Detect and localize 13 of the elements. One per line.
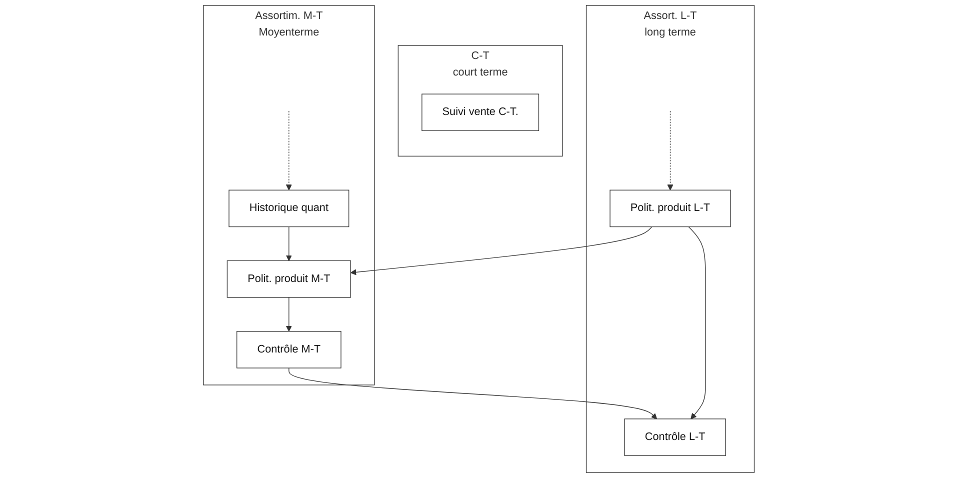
arrow (350, 226, 652, 276)
node-box: Historique quant (228, 190, 349, 228)
arrow (288, 368, 657, 420)
arrow (688, 226, 706, 420)
node-box: Polit. produit L-T (609, 190, 730, 228)
arrow (286, 110, 292, 190)
node-box: Polit. produit M-T (226, 260, 351, 298)
node-box: Contrôle M-T (236, 331, 341, 368)
arrow (286, 226, 292, 261)
node-box: Suivi vente C-T. (421, 94, 539, 132)
arrow (286, 297, 292, 332)
arrow (666, 110, 673, 190)
node-box: Contrôle L-T (624, 418, 726, 456)
